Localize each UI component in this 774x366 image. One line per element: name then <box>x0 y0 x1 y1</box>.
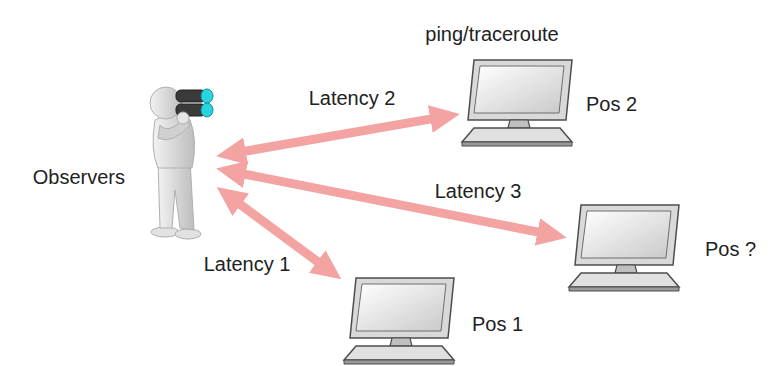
latency-label: Latency 3 <box>432 180 525 203</box>
caption-label: ping/traceroute <box>425 23 558 46</box>
computer-node: Pos 2 <box>460 60 574 148</box>
node-label: Observers <box>33 166 125 189</box>
computer-icon <box>344 278 454 364</box>
computer-icon <box>462 60 572 146</box>
node-label: Pos 2 <box>586 93 637 116</box>
node-label: Pos ? <box>705 238 756 261</box>
computer-icon <box>569 205 679 291</box>
observer-node: Observers <box>150 86 216 238</box>
observer-figure <box>150 87 213 239</box>
computer-node: Pos 1 <box>342 278 456 366</box>
latency-label: Latency 2 <box>306 87 399 110</box>
latency-arrow <box>245 174 539 232</box>
latency-arrow <box>245 119 432 151</box>
node-label: Pos 1 <box>472 313 523 336</box>
computer-node: Pos ? <box>567 205 681 293</box>
latency-label: Latency 1 <box>201 253 294 276</box>
